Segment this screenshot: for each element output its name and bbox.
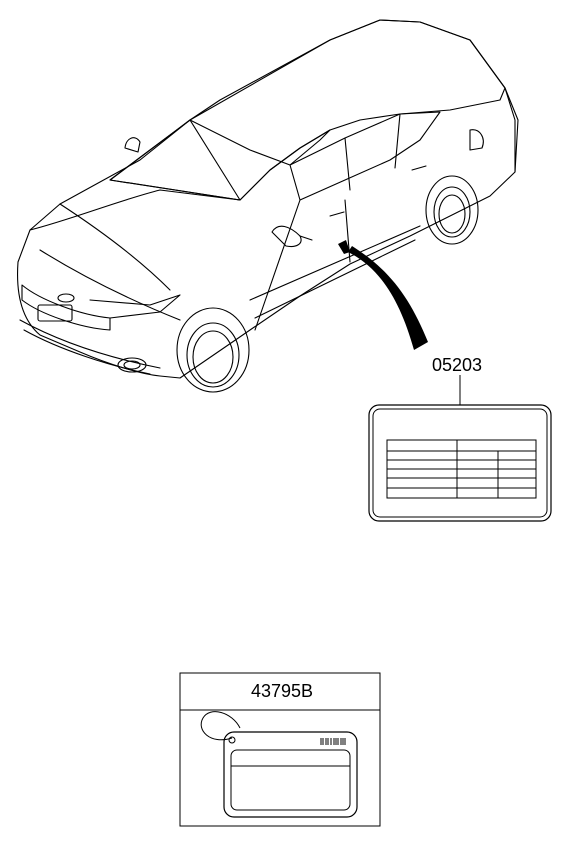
label-table-icon (368, 404, 552, 522)
barcode-icon (320, 738, 346, 745)
part-number-label: 43795B (251, 681, 314, 701)
part-43795b-box (179, 672, 381, 827)
car-illustration-icon (17, 19, 519, 393)
leader-pointer (338, 240, 428, 350)
key-tag-icon (200, 711, 358, 818)
part-number-label: 05203 (432, 355, 483, 375)
